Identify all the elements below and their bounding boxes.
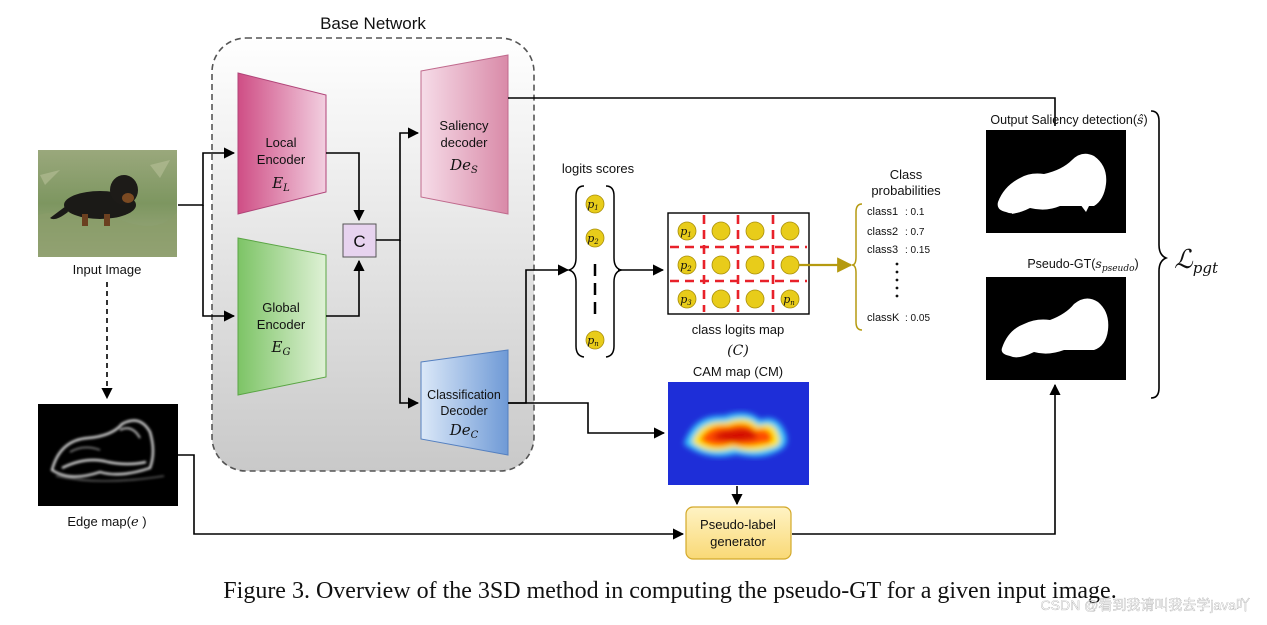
- classification-decoder-label-line1: Classification: [427, 388, 501, 402]
- watermark: CSDN @看到我请叫我去学java吖: [1041, 597, 1250, 613]
- class-probability-row: class3 : 0.15: [867, 244, 930, 256]
- pseudo-label-generator-line2: generator: [710, 534, 766, 549]
- loss-symbol: ℒpgt: [1174, 245, 1219, 277]
- svg-text:: 0.1: : 0.1: [905, 207, 925, 218]
- saliency-decoder-label-line1: Saliency: [439, 118, 489, 133]
- svg-text:: 0.15: : 0.15: [905, 245, 930, 256]
- loss-brace: [1150, 110, 1169, 399]
- pseudo-label-generator-box: [685, 506, 792, 560]
- svg-text:p2: p2: [587, 232, 599, 246]
- input-image-label: Input Image: [73, 262, 142, 277]
- global-encoder: [237, 237, 327, 396]
- class-probabilities-title-line2: probabilities: [871, 183, 941, 198]
- connector-lines: [101, 97, 1061, 540]
- output-saliency-image: [986, 130, 1126, 233]
- logits-brackets: [566, 185, 624, 358]
- logit-node-pn: pn: [585, 330, 605, 350]
- base-network-title: Base Network: [320, 14, 426, 33]
- global-encoder-label-line2: Encoder: [257, 317, 306, 332]
- saliency-decoder: [420, 54, 509, 215]
- classification-decoder-symbol: DeC: [449, 421, 479, 441]
- svg-text:class3: class3: [867, 244, 898, 256]
- saliency-decoder-symbol: DeS: [449, 156, 478, 176]
- svg-text:pn: pn: [783, 293, 795, 307]
- class-probabilities-title-line1: Class: [890, 167, 923, 182]
- class-probability-row: classK : 0.05: [867, 312, 930, 324]
- pseudo-gt-label: Pseudo-GT(spseudo): [1027, 256, 1138, 274]
- local-encoder-symbol: EL: [271, 174, 290, 194]
- svg-text:p1: p1: [587, 198, 599, 212]
- edge-map-label: Edge map(e ): [67, 514, 146, 530]
- pseudo-gt-image: [986, 277, 1126, 380]
- cam-map-label: CAM map (CM): [693, 364, 783, 379]
- edge-map-image: [38, 404, 178, 506]
- svg-text:: 0.7: : 0.7: [905, 227, 925, 238]
- local-encoder-label-line2: Encoder: [257, 152, 306, 167]
- classification-decoder-label-line2: Decoder: [440, 404, 487, 418]
- svg-text:class2: class2: [867, 226, 898, 238]
- class-probabilities-brace: [851, 203, 863, 331]
- svg-text:p3: p3: [680, 293, 692, 307]
- svg-text:class1: class1: [867, 206, 898, 218]
- local-encoder: [237, 72, 327, 215]
- global-encoder-symbol: EG: [271, 338, 291, 358]
- saliency-decoder-label-line2: decoder: [441, 135, 489, 150]
- class-probability-dots: [895, 262, 899, 298]
- class-logits-map: p1 p2 p3 pn: [667, 212, 810, 315]
- classification-decoder: [420, 349, 509, 456]
- output-saliency-label: Output Saliency detection(ŝ): [990, 112, 1147, 127]
- logits-title: logits scores: [562, 161, 635, 176]
- input-image: [38, 150, 177, 257]
- class-probability-row: class2 : 0.7: [867, 226, 925, 238]
- svg-text:pn: pn: [587, 334, 599, 348]
- logit-node-p2: p2: [585, 228, 605, 248]
- class-probability-row: class1 : 0.1: [867, 206, 925, 218]
- svg-text:classK: classK: [867, 312, 900, 324]
- svg-text:: 0.05: : 0.05: [905, 313, 930, 324]
- concat-label: C: [353, 232, 365, 251]
- svg-text:p1: p1: [680, 225, 692, 239]
- svg-text:p2: p2: [680, 259, 692, 273]
- figure-caption: Figure 3. Overview of the 3SD method in …: [223, 578, 1116, 604]
- local-encoder-label-line1: Local: [265, 135, 296, 150]
- global-encoder-label-line1: Global: [262, 300, 300, 315]
- class-logits-map-label: class logits map: [692, 322, 784, 337]
- class-logits-map-symbol: (C): [727, 343, 749, 359]
- cam-map-image: [668, 382, 809, 485]
- pseudo-label-generator-line1: Pseudo-label: [700, 517, 776, 532]
- logit-node-p1: p1: [585, 194, 605, 214]
